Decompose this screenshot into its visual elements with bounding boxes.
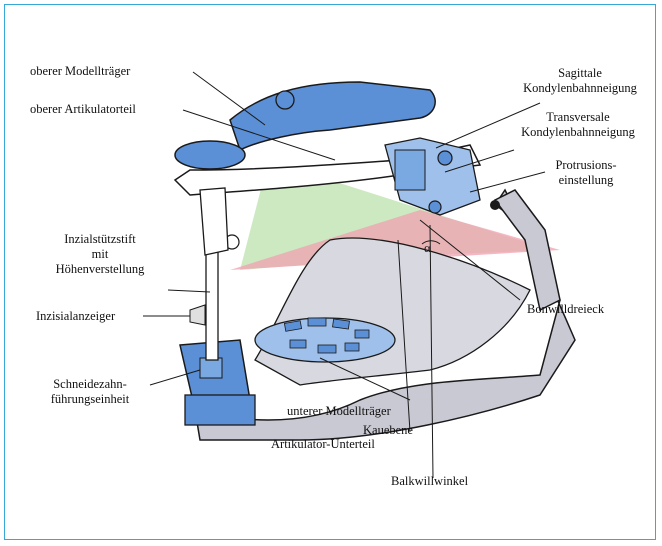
label-protrusion-line1: Protrusions- [536,158,636,173]
upper-frame-post [200,188,228,255]
label-inzisalanzeiger: Inzisialanzeiger [36,309,115,324]
label-schneidezahn: Schneidezahn- führungseinheit [30,377,150,407]
label-bonwilldreieck: Bonwilldreieck [527,302,604,317]
upper-carrier-disk [175,141,245,169]
label-sagittale-line1: Sagittale [515,66,645,81]
label-transversale-line1: Transversale [508,110,648,125]
label-unterer-modelltraeger: unterer Modellträger [287,404,391,419]
label-schneidezahn-line2: führungseinheit [30,392,150,407]
label-sagittale: Sagittale Kondylenbahnneigung [515,66,645,96]
label-transversale: Transversale Kondylenbahnneigung [508,110,648,140]
label-sagittale-line2: Kondylenbahnneigung [515,81,645,96]
label-artikulator-unterteil: Artikulator-Unterteil [271,437,375,452]
label-inzisal-stift-line3: Höhenverstellung [30,262,170,277]
label-inzisal-stift-line1: Inzialstützstift [30,232,170,247]
label-transversale-line2: Kondylenbahnneigung [508,125,648,140]
label-inzisal-stift-line2: mit [30,247,170,262]
label-oberer-artikulatorteil: oberer Artikulatorteil [30,102,136,117]
label-protrusion: Protrusions- einstellung [536,158,636,188]
label-schneidezahn-line1: Schneidezahn- [30,377,150,392]
label-kauebene: Kauebene [363,423,413,438]
guide-block-base [185,395,255,425]
label-inzisal-stift: Inzialstützstift mit Höhenverstellung [30,232,170,277]
upper-model-carrier [230,82,435,150]
angle-alpha: α [424,240,431,255]
incisal-indicator [190,305,205,325]
label-balkwillwinkel: Balkwillwinkel [391,474,468,489]
label-oberer-modelltraeger: oberer Modellträger [30,64,130,79]
incisal-pin [206,240,218,360]
label-protrusion-line2: einstellung [536,173,636,188]
